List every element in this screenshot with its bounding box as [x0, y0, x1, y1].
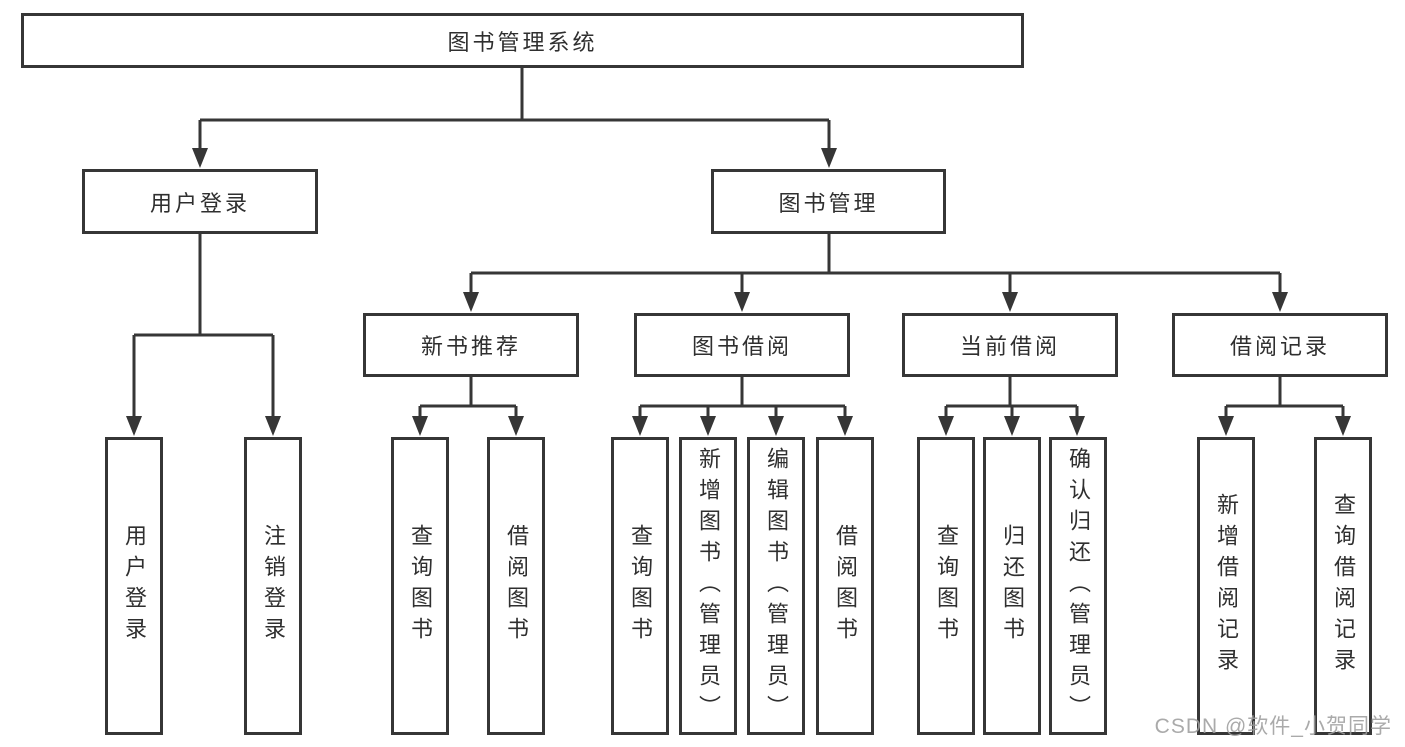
csdn-watermark: CSDN @软件_小贺同学: [1154, 715, 1392, 738]
node-user-login-branch: 用户登录: [82, 169, 318, 234]
node-label: 新增借阅记录: [1214, 493, 1239, 679]
leaf-edit-books-admin: 编辑图书（管理员）: [747, 437, 805, 735]
leaf-query-books-current: 查询图书: [917, 437, 975, 735]
node-new-book-recommendation: 新书推荐: [363, 313, 579, 377]
node-label: 查询图书: [934, 524, 959, 648]
node-borrowing-records: 借阅记录: [1172, 313, 1388, 377]
connector-user-login-to-leaves: [126, 234, 281, 436]
leaf-return-books: 归还图书: [983, 437, 1041, 735]
node-library-management-system: 图书管理系统: [21, 13, 1024, 68]
node-label: 借阅图书: [833, 524, 858, 648]
leaf-add-borrow-record: 新增借阅记录: [1197, 437, 1255, 735]
connector-root-to-level2: [192, 68, 837, 168]
leaf-add-books-admin: 新增图书（管理员）: [679, 437, 737, 735]
leaf-query-books-recommend: 查询图书: [391, 437, 449, 735]
node-label: 图书借阅: [691, 334, 792, 359]
node-label: 借阅图书: [504, 524, 529, 648]
leaf-query-books-borrowing: 查询图书: [611, 437, 669, 735]
leaf-borrow-books-recommend: 借阅图书: [487, 437, 545, 735]
leaf-confirm-return-admin: 确认归还（管理员）: [1049, 437, 1107, 735]
leaf-query-borrow-record: 查询借阅记录: [1314, 437, 1372, 735]
node-label: 借阅记录: [1229, 334, 1330, 359]
node-label: 确认归还（管理员）: [1066, 446, 1091, 726]
connector-new-book-recommendation-to-leaves: [412, 377, 524, 436]
node-book-management: 图书管理: [711, 169, 946, 234]
leaf-borrow-books-borrowing: 借阅图书: [816, 437, 874, 735]
node-label: 用户登录: [149, 190, 250, 216]
node-current-borrowing: 当前借阅: [902, 313, 1118, 377]
node-label: 编辑图书（管理员）: [764, 446, 789, 726]
connector-book-borrowing-to-leaves: [632, 377, 853, 436]
node-label: 当前借阅: [959, 334, 1060, 359]
node-label: 图书管理: [778, 190, 879, 216]
connector-book-management-to-level3: [463, 234, 1288, 312]
node-label: 查询图书: [628, 524, 653, 648]
connector-borrowing-records-to-leaves: [1218, 377, 1351, 436]
node-label: 用户登录: [122, 524, 147, 648]
leaf-user-login: 用户登录: [105, 437, 163, 735]
node-label: 图书管理系统: [447, 29, 598, 55]
node-label: 新增图书（管理员）: [696, 446, 721, 726]
node-label: 新书推荐: [420, 334, 521, 359]
node-label: 归还图书: [1000, 524, 1025, 648]
node-label: 查询借阅记录: [1331, 493, 1356, 679]
connector-current-borrowing-to-leaves: [938, 377, 1085, 436]
leaf-logout: 注销登录: [244, 437, 302, 735]
node-label: 注销登录: [261, 524, 286, 648]
node-book-borrowing: 图书借阅: [634, 313, 850, 377]
node-label: 查询图书: [408, 524, 433, 648]
